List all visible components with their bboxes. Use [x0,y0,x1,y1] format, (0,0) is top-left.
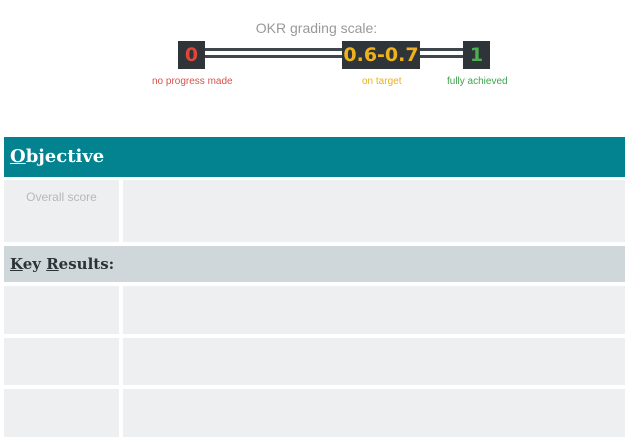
key-result-2-field[interactable] [123,338,625,385]
scale-caption-target: on target [362,76,402,87]
scale-caption-low: no progress made [152,76,233,87]
overall-score-label: Overall score [4,180,119,242]
key-result-3-field[interactable] [123,389,625,437]
key-result-3-label-field[interactable] [4,389,119,437]
scale-value-high: 1 [463,41,490,69]
overall-score-field[interactable] [123,180,625,242]
scale-value-target: 0.6-0.7 [342,41,420,69]
key-result-1-field[interactable] [123,286,625,334]
key-result-1-label-field[interactable] [4,286,119,334]
scale-caption-high: fully achieved [447,76,508,87]
objective-header: Objective [4,137,625,177]
key-result-2-label-field[interactable] [4,338,119,385]
scale-value-low: 0 [178,41,205,69]
grading-scale-title: OKR grading scale: [255,20,378,36]
key-results-header: Key Results: [4,246,625,282]
grading-scale-track [203,45,465,61]
